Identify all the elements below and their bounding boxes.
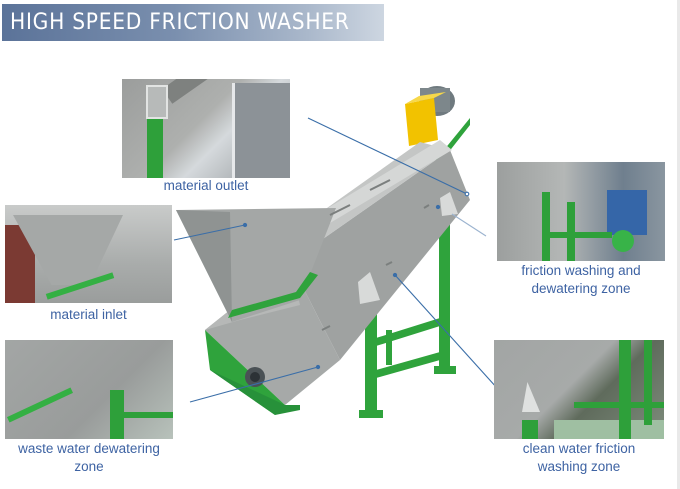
caption-material-outlet: material outlet	[163, 178, 249, 193]
green-column-2	[644, 340, 652, 425]
waste-water-outlet-port	[245, 367, 265, 387]
page-edge	[677, 0, 680, 489]
caption-waste-water-dewatering: waste water dewatering zone	[18, 441, 160, 474]
leader-lines	[173, 117, 498, 403]
blue-tank	[607, 190, 647, 235]
photo-clean-water-friction-washing	[494, 340, 664, 439]
photo-material-outlet	[122, 79, 290, 178]
green-floor	[554, 420, 664, 439]
green-rail	[574, 402, 664, 408]
feed-hopper	[176, 208, 336, 322]
green-pipes-2	[567, 202, 575, 261]
title-banner: HIGH SPEED FRICTION WASHER	[2, 4, 384, 41]
green-pump	[612, 230, 634, 252]
green-pipe-rail	[542, 232, 612, 238]
access-handles	[321, 179, 430, 331]
green-post	[147, 119, 163, 178]
leader-line-material-inlet	[173, 224, 246, 241]
leader-line-clean-water	[394, 274, 498, 389]
window-panel	[232, 83, 290, 178]
caption-friction-washing-dewatering: friction washing and dewatering zone	[521, 263, 641, 296]
photo-friction-washing-dewatering	[497, 162, 665, 261]
photo-waste-water-dewatering	[5, 340, 173, 439]
green-column	[619, 340, 631, 439]
green-flange	[7, 387, 73, 423]
leader-line-material-outlet	[307, 117, 468, 195]
leader-line-waste-water	[189, 366, 319, 403]
green-frame-rail	[123, 412, 173, 418]
bracket	[522, 382, 540, 412]
bracket	[146, 85, 168, 119]
mounting-brackets	[358, 192, 458, 304]
caption-material-inlet: material inlet	[50, 307, 127, 322]
green-leg	[522, 420, 538, 439]
leader-line-friction-washing	[451, 213, 487, 237]
photo-material-inlet	[5, 205, 172, 303]
page-title: HIGH SPEED FRICTION WASHER	[10, 10, 350, 35]
caption-clean-water-friction-washing: clean water friction washing zone	[522, 441, 636, 474]
motor	[405, 86, 455, 146]
green-frame	[110, 390, 124, 439]
green-pipes	[542, 192, 550, 261]
